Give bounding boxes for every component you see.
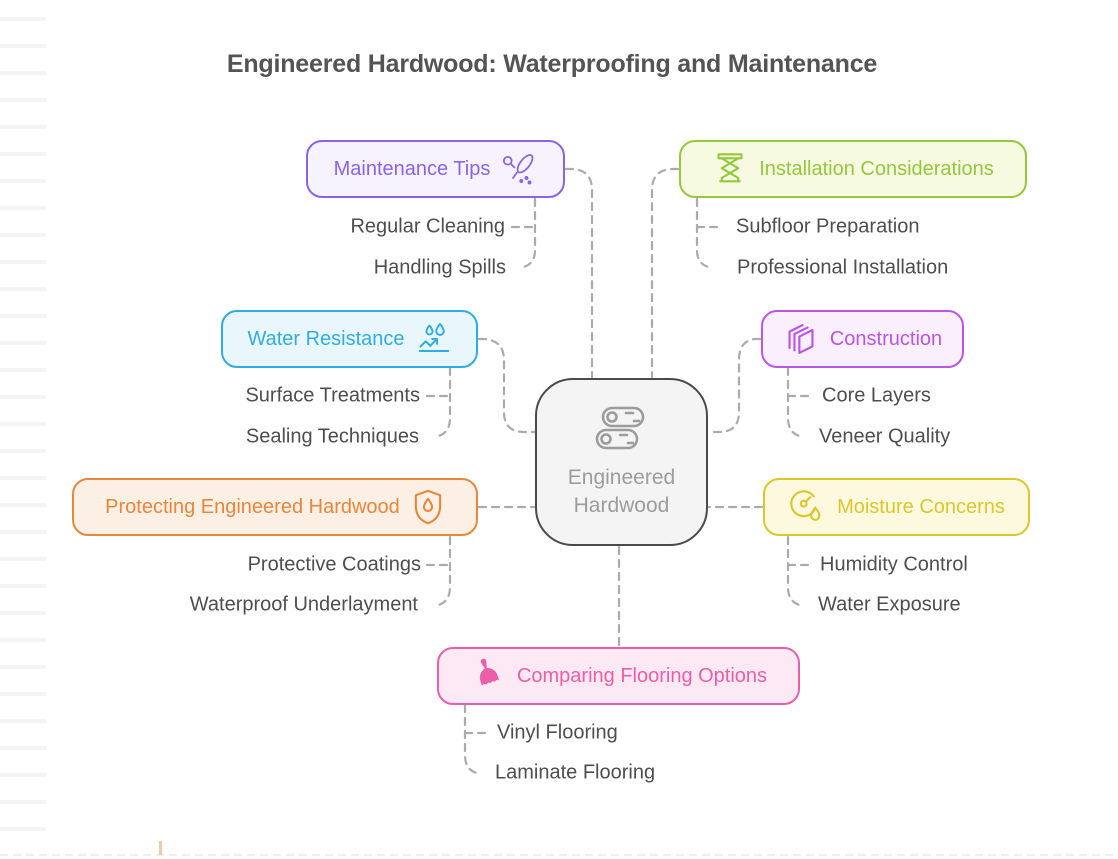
logs-icon — [593, 405, 651, 456]
shield-drop-icon — [411, 488, 445, 526]
node-water-resistance[interactable]: Water Resistance — [221, 310, 478, 368]
node-label: Installation Considerations — [759, 157, 994, 180]
child-waterproof-underlayment[interactable]: Waterproof Underlayment — [189, 593, 418, 616]
layers-icon — [783, 322, 819, 356]
child-sealing-techniques[interactable]: Sealing Techniques — [245, 425, 419, 448]
bottom-dotted-line — [0, 854, 1118, 856]
child-core-layers[interactable]: Core Layers — [822, 384, 931, 407]
scissor-lift-icon — [712, 151, 748, 187]
node-comparing-flooring-options[interactable]: Comparing Flooring Options — [437, 647, 800, 705]
node-label: Protecting Engineered Hardwood — [105, 495, 400, 518]
bottom-tick-mark — [159, 841, 162, 855]
moisture-gauge-icon — [788, 488, 826, 526]
child-vinyl-flooring[interactable]: Vinyl Flooring — [497, 721, 618, 744]
child-water-exposure[interactable]: Water Exposure — [818, 593, 961, 616]
node-engineered-hardwood-center[interactable]: Engineered Hardwood — [535, 378, 708, 546]
child-veneer-quality[interactable]: Veneer Quality — [819, 425, 951, 448]
child-subfloor-preparation[interactable]: Subfloor Preparation — [736, 215, 920, 238]
node-label: Maintenance Tips — [333, 157, 491, 180]
brush-sparkle-icon — [501, 151, 537, 187]
node-label: Comparing Flooring Options — [516, 664, 768, 687]
child-surface-treatments[interactable]: Surface Treatments — [245, 384, 420, 407]
node-label: Construction — [829, 327, 943, 350]
node-maintenance-tips[interactable]: Maintenance Tips — [306, 140, 565, 198]
child-protective-coatings[interactable]: Protective Coatings — [247, 553, 421, 576]
child-laminate-flooring[interactable]: Laminate Flooring — [495, 761, 656, 784]
node-label: Water Resistance — [247, 327, 405, 350]
node-construction[interactable]: Construction — [761, 310, 964, 368]
broom-icon — [470, 657, 506, 695]
page-title: Engineered Hardwood: Waterproofing and M… — [226, 50, 878, 78]
center-node-label: Engineered Hardwood — [567, 466, 676, 517]
node-protecting-engineered-hardwood[interactable]: Protecting Engineered Hardwood — [72, 478, 478, 536]
child-humidity-control[interactable]: Humidity Control — [820, 553, 968, 576]
node-label: Moisture Concerns — [837, 495, 1005, 518]
water-repel-icon — [416, 323, 452, 355]
child-handling-spills[interactable]: Handling Spills — [373, 256, 506, 279]
node-installation-considerations[interactable]: Installation Considerations — [679, 140, 1027, 198]
child-regular-cleaning[interactable]: Regular Cleaning — [350, 215, 505, 238]
node-moisture-concerns[interactable]: Moisture Concerns — [763, 478, 1030, 536]
child-professional-installation[interactable]: Professional Installation — [737, 256, 949, 279]
ruled-lines-decoration — [0, 17, 46, 843]
